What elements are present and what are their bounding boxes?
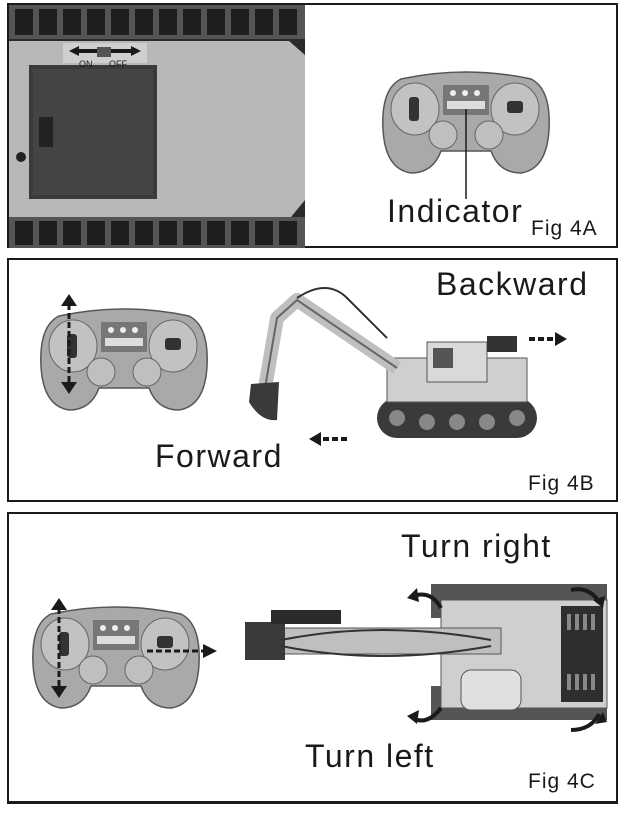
figure-4a-panel: ON OFF Indicator Fig 4A: [7, 3, 618, 248]
figure-4c-panel: Turn right: [7, 512, 618, 804]
indicator-callout-line: [465, 109, 467, 199]
turn-right-label: Turn right: [401, 528, 552, 564]
gamepad-controller-icon: [40, 308, 208, 411]
gamepad-controller-icon: [32, 606, 200, 709]
up-down-arrow-icon: [51, 598, 67, 698]
rotate-arrow-icon: [570, 712, 607, 732]
indicator-label: Indicator: [387, 193, 524, 229]
forward-arrow-icon: [309, 432, 347, 446]
right-arrow-icon: [147, 644, 217, 658]
turn-left-label: Turn left: [305, 738, 435, 774]
fig-4c-label: Fig 4C: [528, 770, 596, 793]
up-down-arrow-icon: [61, 294, 77, 394]
switch-on-label: ON: [79, 59, 93, 69]
excavator-top-view-image: [245, 584, 608, 720]
rotate-arrow-icon: [407, 706, 443, 724]
rotate-arrow-icon: [407, 588, 443, 610]
rotate-arrow-icon: [570, 587, 605, 608]
backward-arrow-icon: [529, 332, 567, 346]
figure-4b-panel: Backward: [7, 258, 618, 502]
fig-4a-label: Fig 4A: [531, 217, 598, 240]
backward-label: Backward: [436, 266, 589, 302]
forward-label: Forward: [155, 438, 283, 474]
fig-4b-label: Fig 4B: [528, 472, 595, 495]
gamepad-controller-icon: [382, 71, 550, 174]
switch-off-label: OFF: [109, 59, 127, 69]
excavator-side-view-image: [249, 287, 537, 438]
battery-compartment-chassis-image: [9, 5, 305, 248]
